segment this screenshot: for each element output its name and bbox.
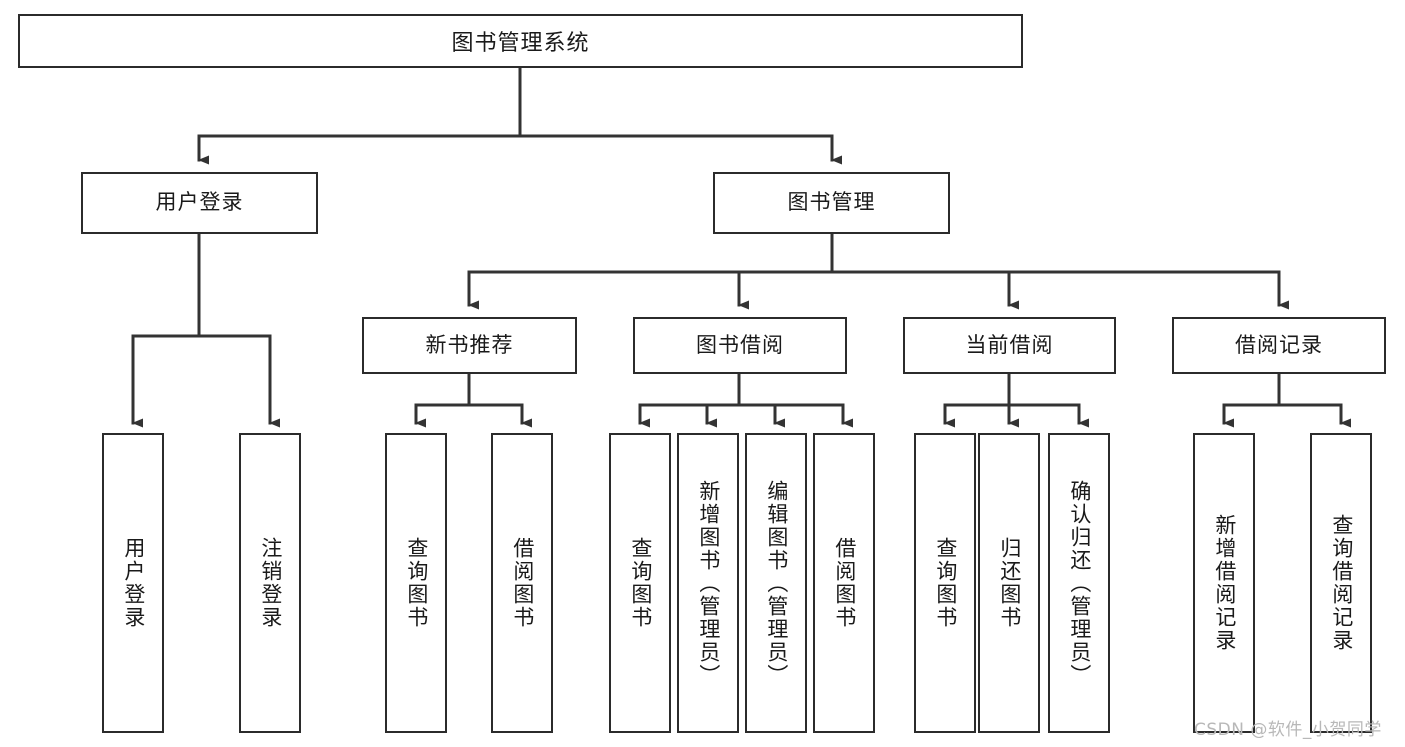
node-label: 当前借阅 bbox=[965, 332, 1054, 357]
edges-bookmgmt-to-level2 bbox=[467, 232, 1289, 310]
edges-root-to-level1 bbox=[197, 66, 842, 165]
watermark-text: CSDN @软件_小贺同学 bbox=[1194, 715, 1382, 740]
leaf-record-query-record[interactable]: 查询借阅记录 bbox=[1310, 433, 1372, 733]
node-label: 用户登录 bbox=[155, 190, 244, 215]
node-book-management[interactable]: 图书管理 bbox=[713, 172, 950, 234]
edges-newbook-to-leaves bbox=[414, 372, 532, 428]
leaf-borrow-add-book[interactable]: 新增图书（管理员） bbox=[677, 433, 739, 733]
node-label: 注销登录 bbox=[258, 537, 283, 629]
node-label: 图书管理系统 bbox=[451, 31, 590, 56]
node-label: 借阅图书 bbox=[832, 537, 857, 629]
leaf-user-login-login[interactable]: 用户登录 bbox=[102, 433, 164, 733]
node-label: 图书借阅 bbox=[696, 332, 784, 357]
node-label: 新增图书（管理员） bbox=[696, 479, 721, 687]
leaf-borrow-query-book[interactable]: 查询图书 bbox=[609, 433, 671, 733]
edges-userlogin-to-leaves bbox=[131, 232, 280, 428]
leaf-user-login-logout[interactable]: 注销登录 bbox=[239, 433, 301, 733]
node-label: 新书推荐 bbox=[425, 332, 514, 357]
edges-record-to-leaves bbox=[1222, 372, 1351, 428]
leaf-borrow-borrow-book[interactable]: 借阅图书 bbox=[813, 433, 875, 733]
node-label: 查询借阅记录 bbox=[1329, 514, 1354, 652]
node-label: 新增借阅记录 bbox=[1212, 514, 1237, 652]
watermark-label: CSDN @软件_小贺同学 bbox=[1194, 720, 1382, 740]
node-label: 借阅记录 bbox=[1235, 332, 1323, 357]
node-label: 查询图书 bbox=[628, 537, 653, 629]
node-user-login[interactable]: 用户登录 bbox=[81, 172, 318, 234]
node-label: 用户登录 bbox=[121, 537, 146, 629]
leaf-newbook-borrow-book[interactable]: 借阅图书 bbox=[491, 433, 553, 733]
node-root-system[interactable]: 图书管理系统 bbox=[18, 14, 1023, 68]
leaf-borrow-edit-book[interactable]: 编辑图书（管理员） bbox=[745, 433, 807, 733]
node-label: 确认归还（管理员） bbox=[1067, 479, 1092, 687]
node-new-book-recommend[interactable]: 新书推荐 bbox=[362, 317, 577, 374]
node-current-borrow[interactable]: 当前借阅 bbox=[903, 317, 1116, 374]
node-label: 图书管理 bbox=[787, 190, 876, 215]
node-label: 编辑图书（管理员） bbox=[764, 479, 789, 687]
node-label: 查询图书 bbox=[933, 537, 958, 629]
leaf-newbook-query-book[interactable]: 查询图书 bbox=[385, 433, 447, 733]
edges-borrow-to-leaves bbox=[638, 372, 853, 428]
node-label: 查询图书 bbox=[404, 537, 429, 629]
node-label: 归还图书 bbox=[997, 537, 1022, 629]
edges-current-to-leaves bbox=[943, 372, 1089, 428]
node-book-borrow[interactable]: 图书借阅 bbox=[633, 317, 847, 374]
leaf-record-add-record[interactable]: 新增借阅记录 bbox=[1193, 433, 1255, 733]
leaf-current-confirm-return[interactable]: 确认归还（管理员） bbox=[1048, 433, 1110, 733]
leaf-current-return-book[interactable]: 归还图书 bbox=[978, 433, 1040, 733]
node-label: 借阅图书 bbox=[510, 537, 535, 629]
node-borrow-record[interactable]: 借阅记录 bbox=[1172, 317, 1386, 374]
leaf-current-query-book[interactable]: 查询图书 bbox=[914, 433, 976, 733]
